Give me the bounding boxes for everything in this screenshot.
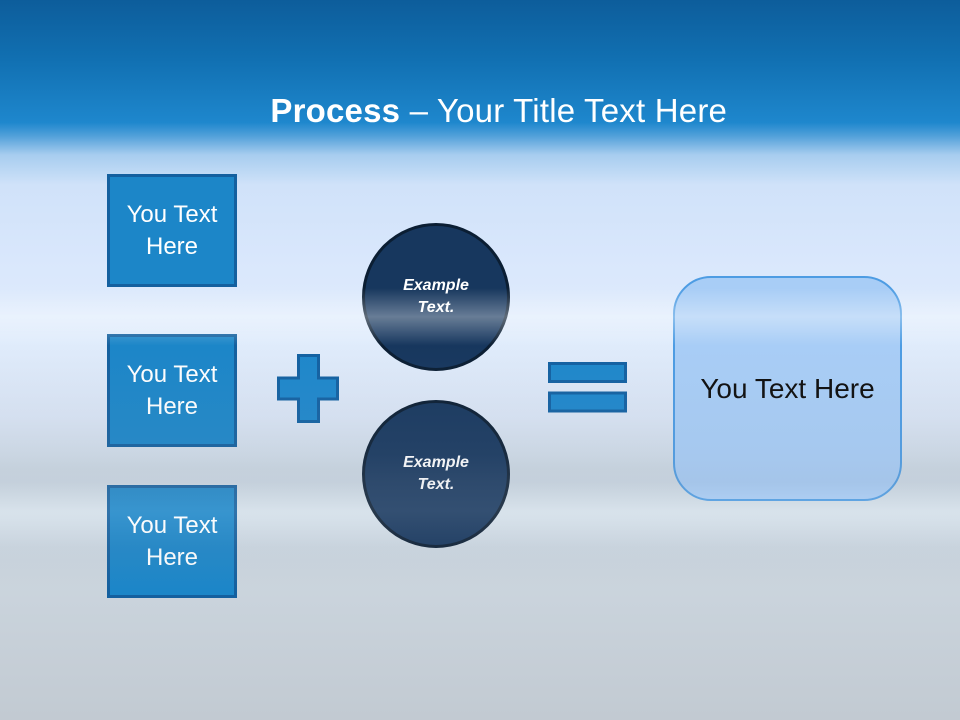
result-box-label: You Text Here	[700, 372, 875, 404]
input-box-1-label: You Text Here	[126, 200, 218, 260]
result-box[interactable]: You Text Here	[673, 276, 902, 501]
plus-icon	[277, 354, 339, 423]
example-circle-2[interactable]: Example Text.	[362, 400, 510, 548]
page-title: Process – Your Title Text Here	[0, 54, 960, 168]
page-title-bold: Process	[270, 92, 401, 129]
input-box-2-label: You Text Here	[126, 360, 218, 420]
input-box-2[interactable]: You Text Here	[107, 334, 237, 447]
input-box-3[interactable]: You Text Here	[107, 485, 237, 598]
equals-icon	[548, 362, 627, 413]
example-circle-1-label: Example Text.	[403, 276, 469, 316]
input-box-1[interactable]: You Text Here	[107, 174, 237, 287]
example-circle-1[interactable]: Example Text.	[362, 223, 510, 371]
example-circle-2-label: Example Text.	[403, 453, 469, 493]
input-box-3-label: You Text Here	[126, 511, 218, 571]
page-title-regular: – Your Title Text Here	[400, 92, 728, 129]
